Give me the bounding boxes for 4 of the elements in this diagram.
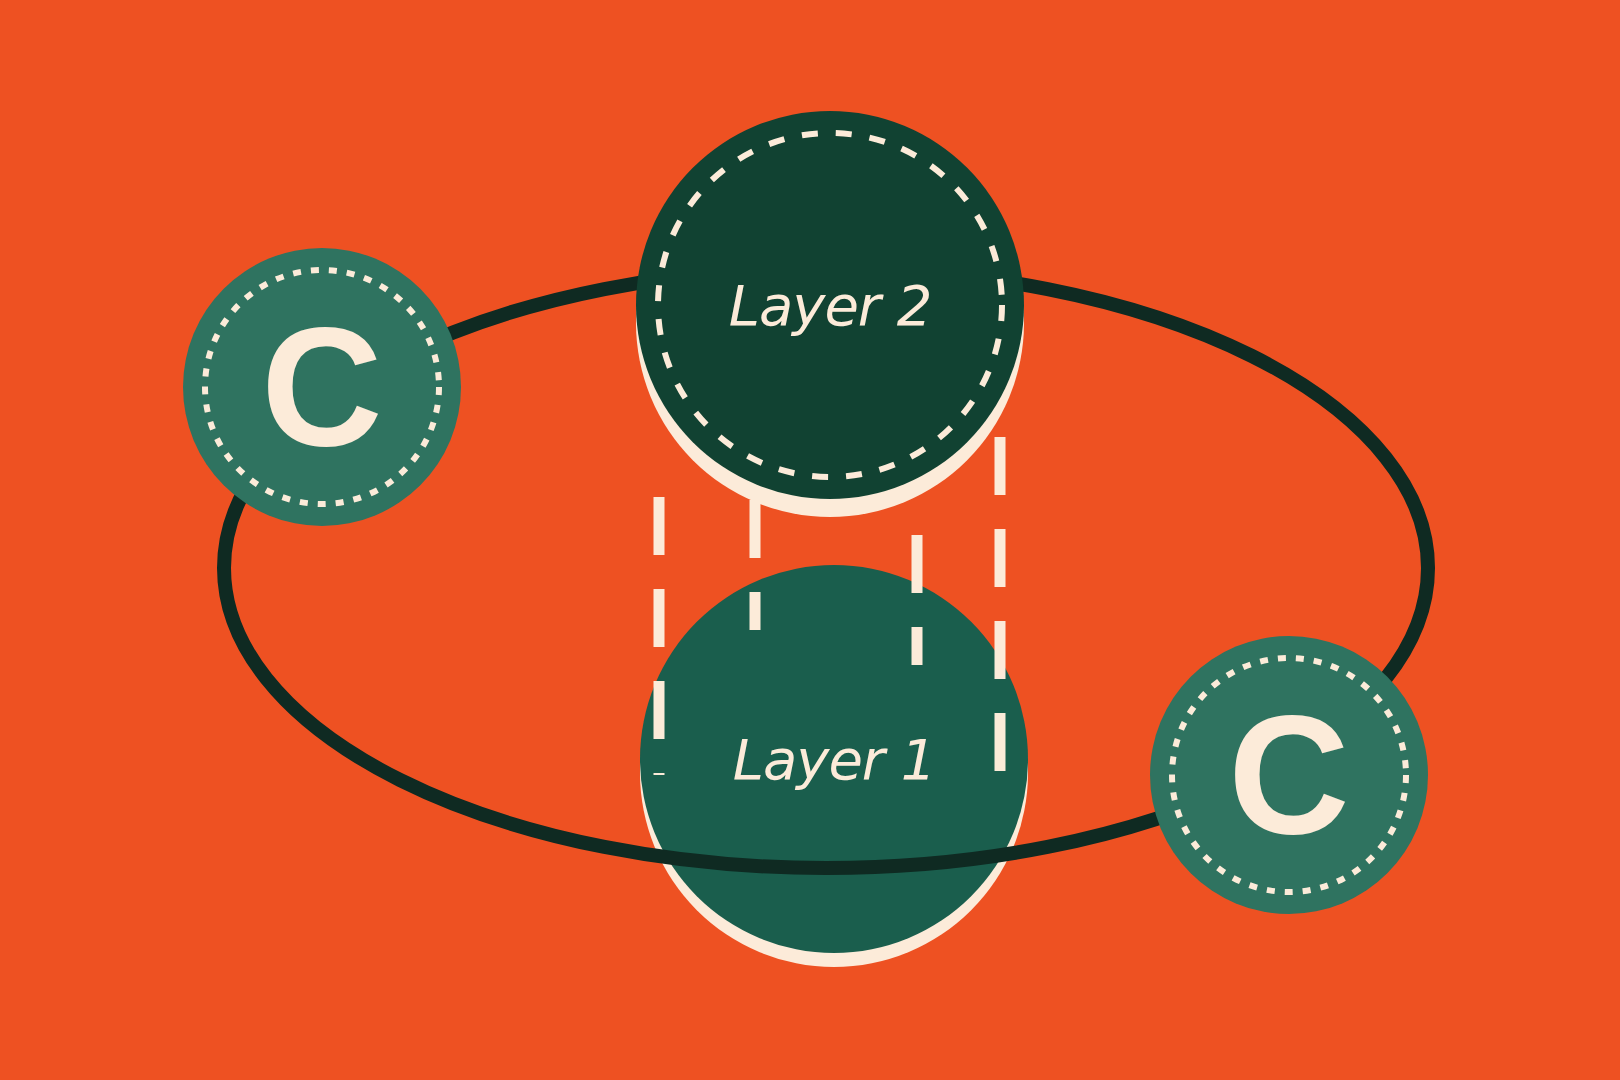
layer-label: Layer 2 [728, 272, 932, 338]
coin-letter: C [261, 303, 383, 471]
layer-label: Layer 1 [732, 726, 936, 792]
coin-letter: C [1228, 691, 1350, 859]
